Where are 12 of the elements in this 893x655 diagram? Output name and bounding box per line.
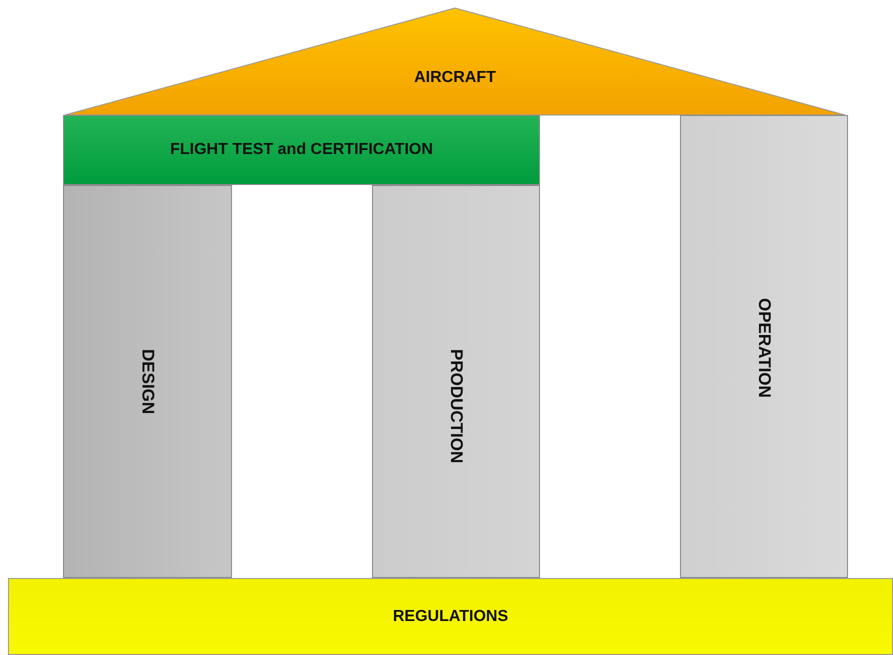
beam-label: FLIGHT TEST and CERTIFICATION: [170, 141, 433, 159]
pillar-column: [372, 185, 540, 578]
roof-label: AIRCRAFT: [414, 69, 496, 87]
pillar-label: DESIGN: [138, 349, 158, 414]
pillar-label: PRODUCTION: [446, 349, 466, 464]
base-label: REGULATIONS: [392, 608, 508, 626]
pillar-column: [680, 115, 848, 578]
pillar-column: [63, 185, 232, 578]
base-slab: [8, 578, 893, 655]
pillar-label: OPERATION: [754, 298, 774, 398]
roof-triangle: [65, 8, 845, 115]
beam-bar: [63, 115, 540, 185]
